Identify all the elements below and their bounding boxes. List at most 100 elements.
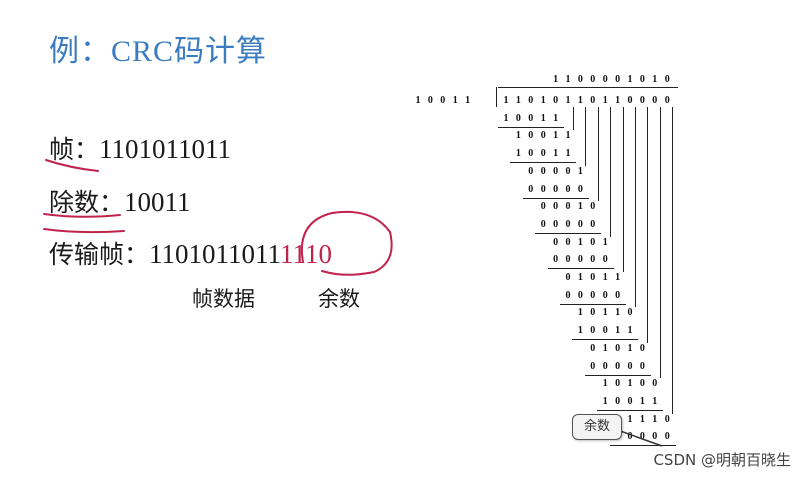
frame-row: 帧：1101011011 xyxy=(49,130,231,166)
bring-down-line xyxy=(635,107,636,308)
step-digit: 0 xyxy=(590,325,596,337)
step-digit: 0 xyxy=(615,289,621,301)
step-digit: 0 xyxy=(602,254,608,266)
step-digit: 1 xyxy=(627,378,633,390)
quotient-digit: 1 xyxy=(553,74,559,85)
step-digit: 1 xyxy=(602,236,608,248)
step-digit: 0 xyxy=(627,307,633,319)
quotient-digit: 0 xyxy=(639,74,645,85)
step-digit: 0 xyxy=(590,236,596,248)
step-digit: 1 xyxy=(602,307,608,319)
step-digit: 0 xyxy=(553,201,559,213)
step-digit: 0 xyxy=(565,272,571,283)
step-digit: 0 xyxy=(639,342,645,354)
step-digit: 1 xyxy=(577,307,583,319)
title-suffix: 码计算 xyxy=(174,34,268,69)
step-digit: 0 xyxy=(615,395,621,407)
step-digit: 0 xyxy=(577,183,583,195)
step-digit: 0 xyxy=(565,218,571,230)
subtraction-line xyxy=(584,374,651,376)
dividend-digit: 1 xyxy=(602,95,608,106)
step-digit: 0 xyxy=(515,112,521,124)
subtraction-line xyxy=(535,232,602,234)
title-prefix: 例： xyxy=(49,34,111,69)
subtraction-line xyxy=(597,409,664,411)
subtraction-line xyxy=(572,339,639,341)
step-digit: 0 xyxy=(553,183,559,195)
dividend-digit: 0 xyxy=(627,95,633,106)
slide-title: 例：CRC码计算 xyxy=(49,26,267,70)
transmit-label: 传输帧： xyxy=(49,240,150,269)
step-digit: 1 xyxy=(615,307,621,319)
step-digit: 0 xyxy=(602,289,608,301)
bring-down-line xyxy=(597,107,599,202)
step-digit: 0 xyxy=(639,431,645,443)
step-digit: 1 xyxy=(615,272,621,283)
step-digit: 0 xyxy=(565,165,571,177)
step-digit: 0 xyxy=(540,183,546,195)
step-digit: 1 xyxy=(652,413,658,425)
dividend-digit: 0 xyxy=(652,95,658,106)
bring-down-line xyxy=(573,107,574,131)
dividend-digit: 0 xyxy=(553,95,559,106)
step-digit: 0 xyxy=(602,325,608,337)
step-digit: 0 xyxy=(553,236,559,248)
step-digit: 0 xyxy=(652,378,658,390)
step-digit: 1 xyxy=(652,395,658,407)
step-digit: 0 xyxy=(528,183,534,195)
bring-down-line xyxy=(659,107,661,379)
step-digit: 0 xyxy=(528,112,534,124)
title-latin: CRC xyxy=(111,35,175,68)
step-digit: 0 xyxy=(540,218,546,230)
quotient-digit: 0 xyxy=(602,74,608,85)
step-digit: 0 xyxy=(664,431,670,443)
step-digit: 1 xyxy=(602,395,608,407)
step-digit: 0 xyxy=(590,254,596,266)
step-digit: 0 xyxy=(615,360,621,372)
step-digit: 1 xyxy=(577,325,583,337)
divisor-digit: 1 xyxy=(415,95,421,106)
step-digit: 0 xyxy=(590,218,596,230)
subtraction-line xyxy=(498,126,564,128)
divisor-digit: 0 xyxy=(427,95,433,106)
transmit-data-part: 1101011011 xyxy=(149,239,281,269)
step-digit: 0 xyxy=(528,165,534,177)
step-digit: 1 xyxy=(627,342,633,354)
bring-down-line xyxy=(610,107,612,237)
watermark: CSDN @明朝百晓生 xyxy=(653,451,791,469)
step-digit: 0 xyxy=(565,289,571,301)
step-digit: 0 xyxy=(577,289,583,301)
step-digit: 1 xyxy=(602,272,608,283)
step-digit: 0 xyxy=(590,201,596,213)
step-digit: 0 xyxy=(540,165,546,177)
step-digit: 0 xyxy=(565,254,571,266)
step-digit: 0 xyxy=(664,413,670,425)
step-digit: 1 xyxy=(615,325,621,337)
step-digit: 1 xyxy=(639,395,645,407)
step-digit: 0 xyxy=(565,183,571,195)
dividend-digit: 1 xyxy=(540,95,546,106)
quotient-digit: 0 xyxy=(664,74,670,85)
step-digit: 1 xyxy=(577,201,583,213)
step-digit: 1 xyxy=(515,130,521,142)
step-digit: 1 xyxy=(577,236,583,248)
step-digit: 1 xyxy=(553,148,559,160)
step-digit: 0 xyxy=(565,201,571,213)
step-digit: 0 xyxy=(577,254,583,266)
step-digit: 1 xyxy=(627,413,633,425)
quotient-digit: 0 xyxy=(615,74,621,85)
quotient-digit: 0 xyxy=(590,74,596,85)
division-bracket xyxy=(496,87,497,107)
step-digit: 0 xyxy=(540,148,546,160)
divisor-row: 除数：10011 xyxy=(49,183,191,219)
dividend-digit: 0 xyxy=(664,95,670,106)
divisor-digit: 1 xyxy=(465,95,471,106)
step-digit: 0 xyxy=(590,289,596,301)
step-digit: 1 xyxy=(577,272,583,283)
step-digit: 1 xyxy=(602,378,608,390)
dividend-digit: 0 xyxy=(639,95,645,106)
step-digit: 0 xyxy=(615,342,621,354)
quotient-digit: 1 xyxy=(627,74,633,85)
